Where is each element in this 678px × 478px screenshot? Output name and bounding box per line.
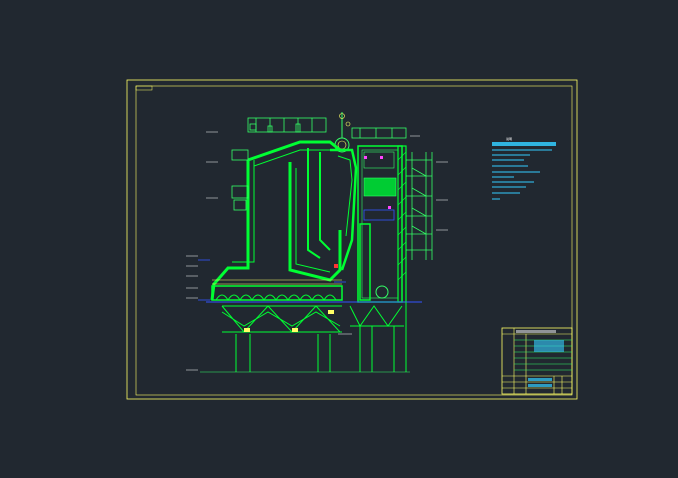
- notes-highlight: [492, 142, 556, 146]
- roof-structure: [247, 117, 407, 139]
- ash-hoppers: [221, 305, 404, 333]
- elevation-markers: [186, 131, 448, 371]
- support-columns: [200, 302, 410, 373]
- convection-pass: [357, 145, 407, 303]
- notes-block: 说明: [492, 136, 556, 200]
- grate-bottom: [206, 279, 422, 303]
- furnace-walls: [210, 140, 358, 301]
- title-block[interactable]: [501, 327, 573, 395]
- annotation-accents: [198, 259, 352, 335]
- corner-tag: [135, 85, 153, 91]
- side-platforms: [231, 149, 433, 260]
- drawing-frame: [126, 79, 578, 400]
- outer-border: [126, 79, 578, 400]
- inner-border: [135, 85, 573, 396]
- notes-heading: 说明: [506, 136, 512, 141]
